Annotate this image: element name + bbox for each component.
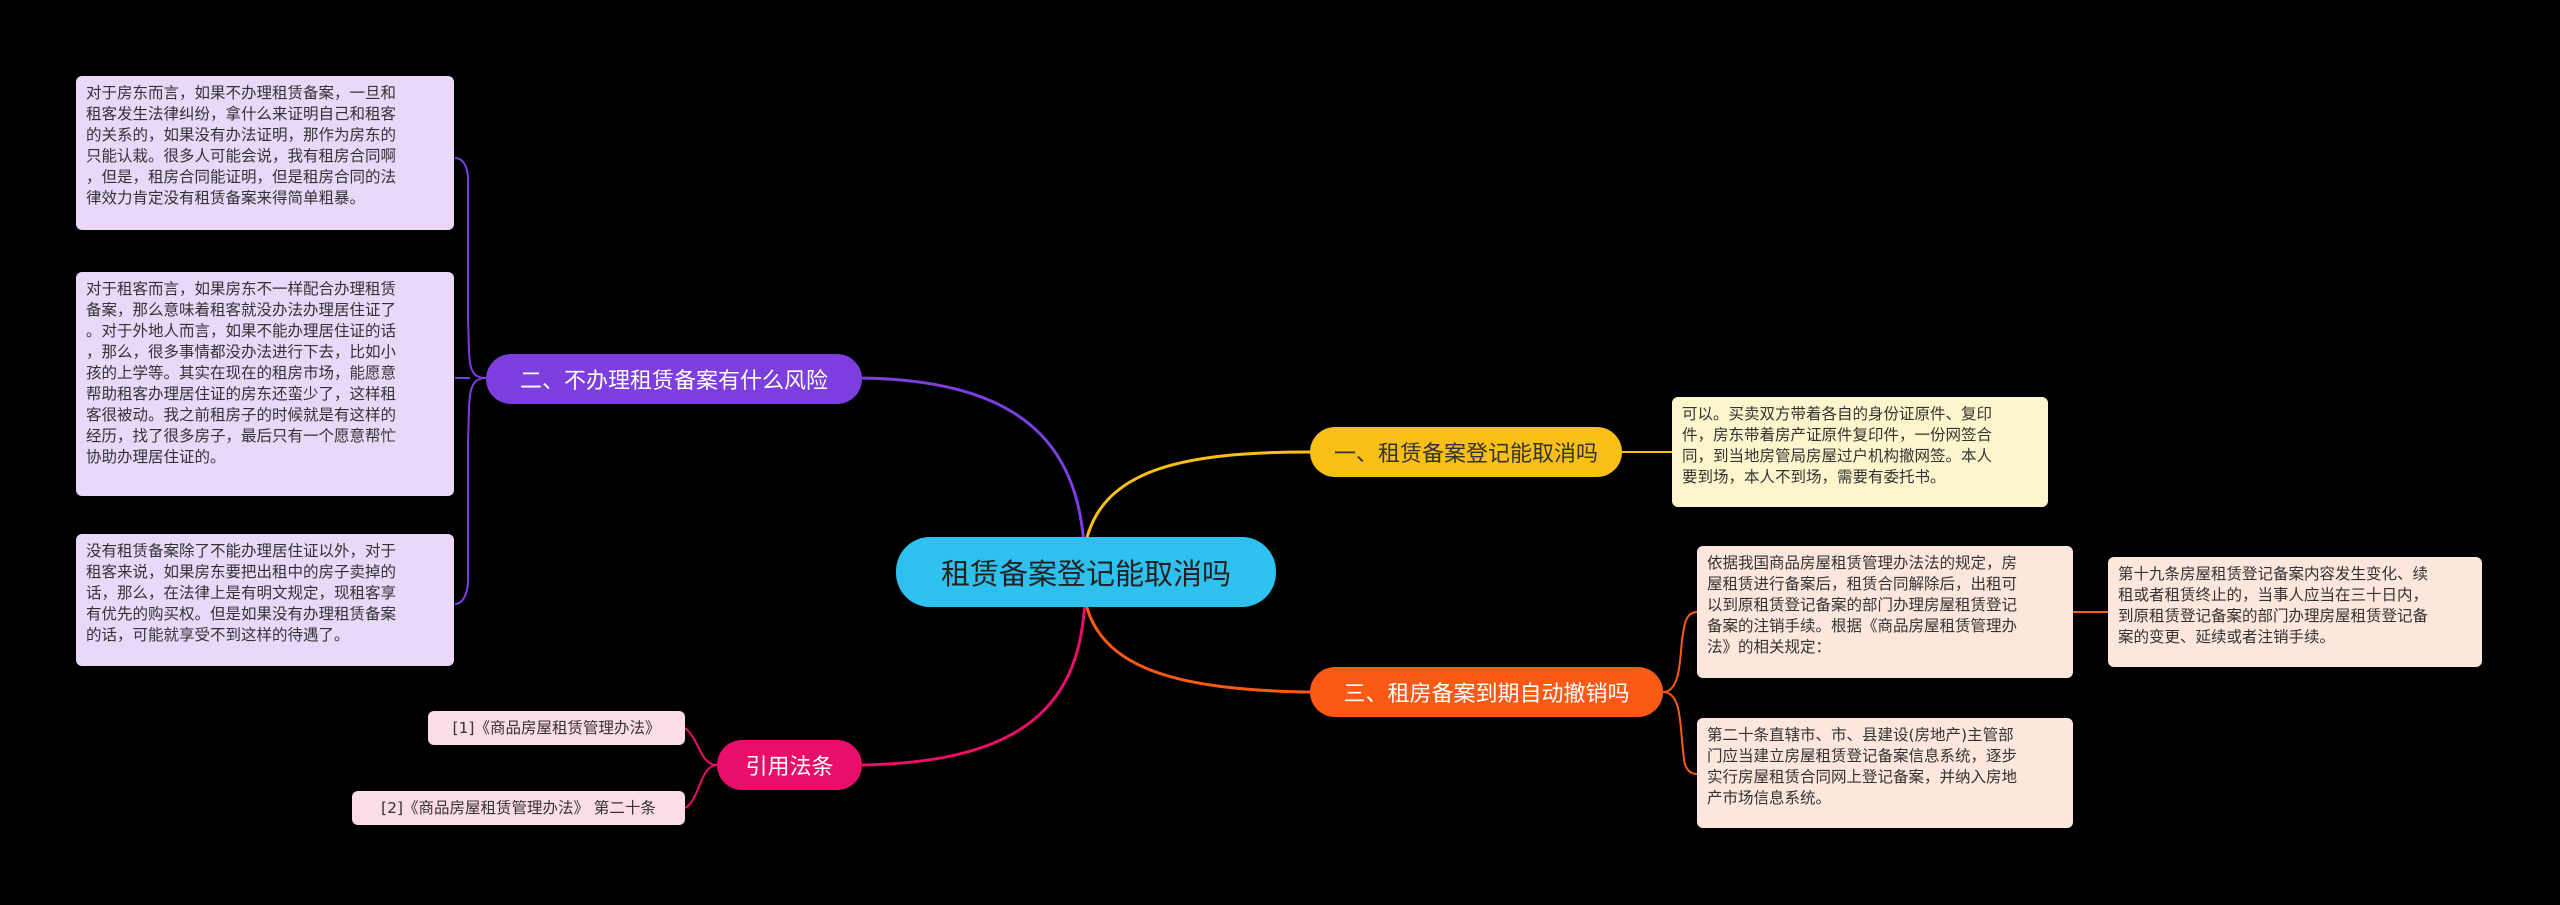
b4-leaf-2[interactable]: [2]《商品房屋租赁管理办法》 第二十条 (352, 791, 685, 825)
b2-leaf-1[interactable]: 对于房东而言，如果不办理租赁备案，一旦和 租客发生法律纠纷，拿什么来证明自己和租… (76, 76, 454, 230)
link-b3-leaf2 (1662, 691, 1698, 775)
b3-leaf-2[interactable]: 第二十条直辖市、市、县建设(房地产)主管部 门应当建立房屋租赁登记备案信息系统，… (1697, 718, 2073, 828)
branch-b1[interactable]: 一、租赁备案登记能取消吗 (1310, 427, 1622, 477)
link-b2-leaves (454, 157, 487, 379)
root-topic[interactable]: 租赁备案登记能取消吗 (896, 537, 1276, 607)
b2-leaf-2[interactable]: 对于租客而言，如果房东不一样配合办理租赁 备案，那么意味着租客就没办法办理居住证… (76, 272, 454, 496)
branch-b4[interactable]: 引用法条 (717, 740, 862, 790)
branch-b3[interactable]: 三、租房备案到期自动撤销吗 (1310, 667, 1663, 717)
b4-leaf-1[interactable]: [1]《商品房屋租赁管理办法》 (428, 711, 685, 745)
link-root-b1 (1083, 450, 1311, 547)
b3-leaf-1[interactable]: 依据我国商品房屋租赁管理办法法的规定，房 屋租赁进行备案后，租赁合同解除后，出租… (1697, 546, 2073, 678)
link-b3-leaf1 (1662, 611, 1698, 693)
link-root-b2 (859, 376, 1087, 573)
b1-leaf[interactable]: 可以。买卖双方带着各自的身份证原件、复印 件，房东带着房产证原件复印件，一份网签… (1672, 397, 2048, 507)
b3-leaf-1-child[interactable]: 第十九条房屋租赁登记备案内容发生变化、续 租或者租赁终止的，当事人应当在三十日内… (2108, 557, 2482, 667)
branch-b2[interactable]: 二、不办理租赁备案有什么风险 (486, 354, 862, 404)
link-b4-leaf2 (684, 764, 718, 809)
link-b4-leaf1 (684, 727, 718, 766)
link-root-b4 (861, 599, 1087, 767)
link-root-b3 (1083, 599, 1311, 694)
b2-leaf-3[interactable]: 没有租赁备案除了不能办理居住证以外，对于 租客来说，如果房东要把出租中的房子卖掉… (76, 534, 454, 666)
link-b2-leaf3 (454, 377, 487, 605)
